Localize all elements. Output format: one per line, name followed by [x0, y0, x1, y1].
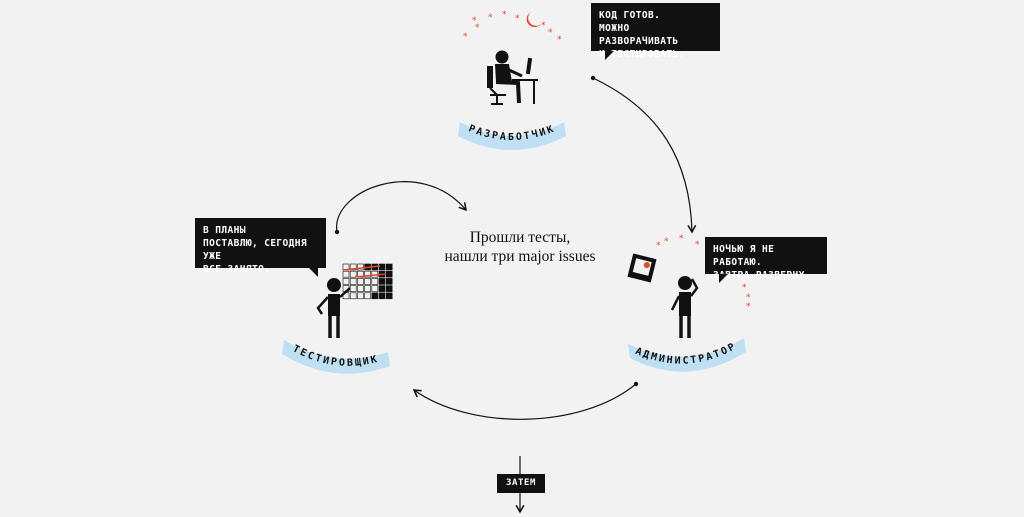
svg-text:*: *	[557, 35, 562, 45]
svg-text:*: *	[679, 234, 684, 244]
calendar-cell	[378, 278, 386, 285]
developer-figure-icon	[487, 50, 538, 105]
arrow-start-dot-tester	[334, 229, 340, 235]
admin-speech-bubble: НОЧЬЮ Я НЕ РАБОТАЮ. ЗАВТРА РАЗВЕРНУ.	[705, 237, 827, 283]
night-stars-icon: *** *** ***	[463, 10, 562, 45]
calendar-cell	[371, 292, 379, 300]
svg-text:*: *	[488, 13, 493, 23]
svg-text:*: *	[472, 16, 477, 26]
calendar-cell	[349, 278, 357, 285]
svg-text:*: *	[664, 237, 669, 247]
role-ribbon-tester: ТЕСТИРОВЩИК	[282, 340, 390, 374]
calendar-cell	[357, 278, 364, 285]
calendar-grid-icon	[342, 263, 393, 300]
calendar-cell	[357, 270, 364, 278]
calendar-cell	[342, 278, 350, 285]
calendar-cell	[378, 285, 386, 292]
calendar-cell	[385, 263, 393, 271]
photo-frame-icon	[627, 253, 657, 283]
calendar-cell	[385, 270, 393, 278]
calendar-cell	[364, 285, 371, 292]
calendar-cell	[364, 270, 371, 278]
calendar-cell	[364, 278, 371, 285]
svg-text:*: *	[746, 302, 751, 312]
moon-icon	[526, 12, 541, 28]
calendar-cell	[385, 292, 393, 300]
svg-text:*: *	[742, 283, 747, 293]
calendar-cell	[385, 285, 393, 292]
arrow-admin-to-tester	[412, 383, 637, 420]
calendar-cell	[357, 292, 364, 300]
calendar-cell	[349, 292, 357, 300]
admin-figure-icon	[670, 276, 699, 338]
svg-text:*: *	[502, 10, 507, 20]
admin-stars-icon: *** *** *	[656, 234, 751, 312]
developer-speech-bubble: КОД ГОТОВ. МОЖНО РАЗВОРАЧИВАТЬ И ТЕСТИРО…	[591, 3, 720, 60]
calendar-cell	[349, 263, 357, 271]
calendar-cell	[342, 270, 350, 278]
svg-text:*: *	[475, 23, 480, 33]
arrow-start-dot-admin	[633, 381, 639, 387]
arrow-start-dot	[590, 75, 596, 81]
svg-text:*: *	[695, 240, 700, 250]
center-note: Прошли тесты, нашли три major issues	[444, 229, 596, 265]
svg-text:*: *	[656, 241, 661, 251]
calendar-cell	[357, 285, 364, 292]
calendar-cell	[349, 285, 357, 292]
svg-text:*: *	[463, 32, 468, 42]
calendar-cell	[357, 263, 364, 271]
svg-text:*: *	[515, 14, 520, 24]
role-ribbon-developer: РАЗРАБОТЧИК	[458, 122, 566, 150]
arrow-tester-to-center	[336, 181, 467, 233]
tester-figure-icon	[316, 278, 351, 338]
calendar-cell	[364, 292, 371, 300]
role-ribbon-admin: АДМИНИСТРАТОР	[628, 338, 746, 372]
svg-text:*: *	[548, 28, 553, 38]
tester-speech-bubble: В ПЛАНЫ ПОСТАВЛЮ, СЕГОДНЯ УЖЕ ВСЕ ЗАНЯТО…	[195, 218, 326, 277]
calendar-strike-marks	[342, 265, 387, 278]
arrow-developer-to-admin	[592, 77, 697, 234]
calendar-cell	[349, 270, 357, 278]
svg-text:*: *	[541, 21, 546, 31]
calendar-cell	[378, 263, 386, 271]
calendar-cell	[385, 278, 393, 285]
then-label: ЗАТЕМ	[497, 474, 545, 493]
svg-text:*: *	[746, 293, 751, 303]
calendar-cell	[371, 278, 379, 285]
calendar-cell	[378, 292, 386, 300]
calendar-cell	[371, 285, 379, 292]
